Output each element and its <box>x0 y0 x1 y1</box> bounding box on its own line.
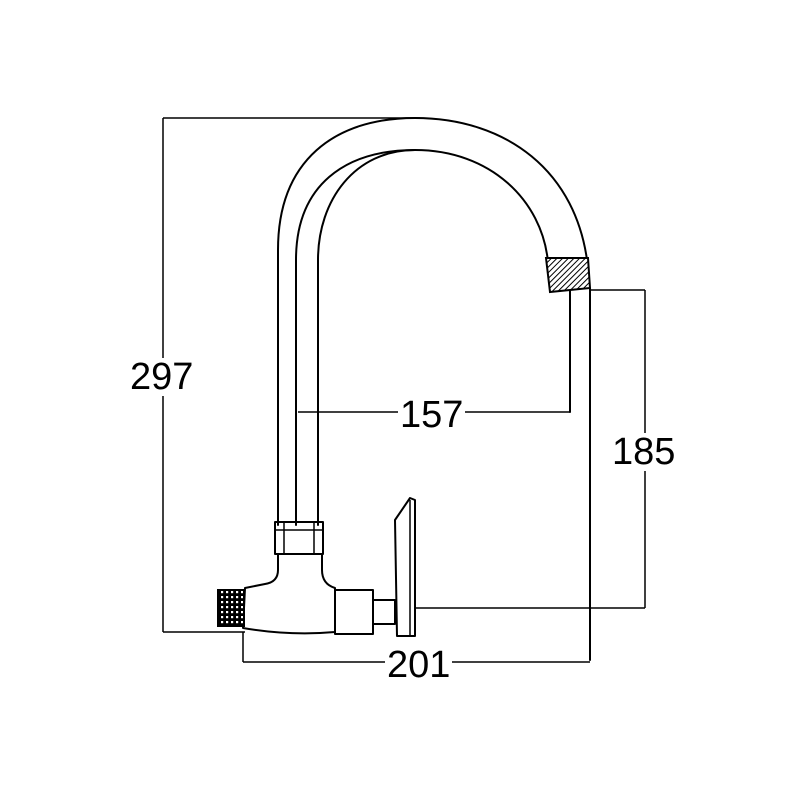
dimension-label-spout-reach: 157 <box>398 394 466 436</box>
valve-body <box>242 553 336 635</box>
spout-collar <box>274 521 324 555</box>
aerator <box>544 257 592 661</box>
threaded-inlet <box>217 589 245 627</box>
dimension-label-overall-height: 297 <box>128 356 196 398</box>
dimension-label-overall-depth: 201 <box>385 644 453 686</box>
spout <box>277 117 589 526</box>
handle-assembly <box>334 497 416 637</box>
dimension-label-spout-height: 185 <box>610 431 678 473</box>
